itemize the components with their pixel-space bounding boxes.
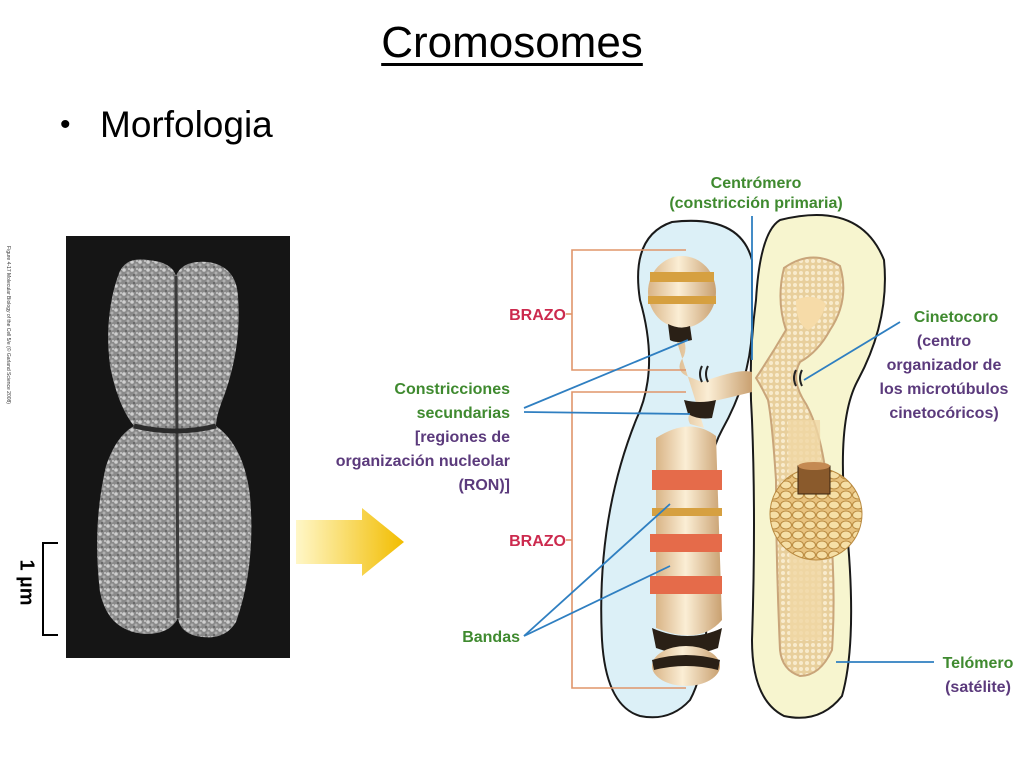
slide-title: Cromosomes [381,18,643,67]
label-cinetocoricos: cinetocóricos) [889,405,998,422]
label-brazo-bottom: BRAZO [509,533,566,550]
label-organizador: organizador de [887,357,1002,374]
label-bandas: Bandas [462,629,520,646]
label-organizacion: organización nucleolar [336,453,510,470]
chromatid-left [648,256,752,686]
bullet-dot: • [60,108,71,141]
arm-brackets [566,249,686,689]
label-microtubulos: los microtúbulos [880,381,1009,398]
label-satelite: (satélite) [945,679,1011,696]
arrow-icon [296,508,404,576]
label-centro: (centro [917,333,971,350]
chromosome-micrograph [66,236,290,658]
bullet-item: • Morfologia [60,104,273,146]
micrograph-image [97,259,252,638]
scale-bar [42,542,58,636]
label-regiones: [regiones de [415,429,510,446]
label-telomero: Telómero [943,655,1014,672]
label-centromero-sub: (constricción primaria) [669,195,842,212]
label-centromero: Centrómero [711,175,802,192]
label-constricciones: Constricciones [394,381,510,398]
chromatid-right [754,256,863,678]
pointer-lines [523,216,934,663]
bullet-text: Morfologia [100,104,273,145]
label-secundarias: secundarias [417,405,510,422]
label-brazo-top: BRAZO [509,307,566,324]
label-cinetocoro: Cinetocoro [914,309,999,326]
kinetochore-icon-right [793,369,803,387]
label-ron: (RON)] [458,477,510,494]
kinetochore-icon [699,365,709,383]
